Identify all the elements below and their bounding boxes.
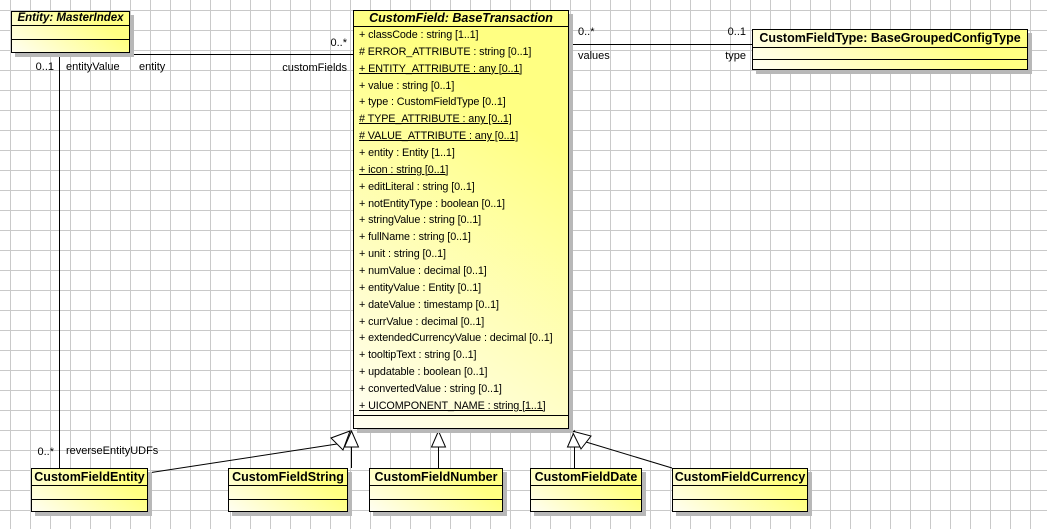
operations-compartment (354, 416, 568, 428)
class-attribute-row[interactable]: # TYPE_ATTRIBUTE : any [0..1] (359, 113, 512, 126)
class-title: Entity: MasterIndex (12, 12, 129, 26)
class-attribute-row[interactable]: + icon : string [0..1] (359, 163, 449, 176)
class-title: CustomFieldType: BaseGroupedConfigType (753, 30, 1027, 48)
class-attribute-row[interactable]: + ENTITY_ATTRIBUTE : any [0..1] (359, 62, 523, 75)
class-box-customfieldcurrency[interactable]: CustomFieldCurrency (672, 468, 808, 512)
attributes-compartment (12, 26, 129, 40)
class-box-customfieldtype-basegroupedconfigtype[interactable]: CustomFieldType: BaseGroupedConfigType (752, 29, 1028, 70)
role-label-entity[interactable]: entity (139, 61, 166, 73)
class-attribute-row[interactable]: + editLiteral : string [0..1] (359, 180, 475, 193)
multiplicity-label-entityvalue[interactable]: 0..1 (35, 61, 54, 73)
operations-compartment (32, 500, 147, 511)
role-label-values[interactable]: values (578, 50, 610, 62)
class-attribute-row[interactable]: + tooltipText : string [0..1] (359, 349, 477, 362)
class-title: CustomFieldEntity (32, 469, 147, 486)
class-attribute-row[interactable]: + notEntityType : boolean [0..1] (359, 197, 505, 210)
multiplicity-label-customfields[interactable]: 0..* (330, 37, 347, 49)
attributes-compartment (753, 48, 1027, 60)
class-attribute-row[interactable]: + currValue : decimal [0..1] (359, 315, 485, 328)
role-label-type[interactable]: type (725, 50, 746, 62)
class-attribute-row[interactable]: + dateValue : timestamp [0..1] (359, 298, 499, 311)
class-attribute-row[interactable]: # ERROR_ATTRIBUTE : string [0..1] (359, 45, 532, 58)
generalization-arrow-customfieldnumber[interactable] (430, 429, 447, 448)
generalization-line-customfieldentity[interactable] (147, 443, 338, 474)
class-attribute-row[interactable]: + convertedValue : string [0..1] (359, 383, 502, 396)
multiplicity-label-reverseentityudfs[interactable]: 0..* (37, 446, 54, 458)
role-label-entityvalue[interactable]: entityValue (66, 61, 120, 73)
multiplicity-label-type[interactable]: 0..1 (727, 26, 746, 38)
operations-compartment (12, 40, 129, 52)
operations-compartment (370, 500, 502, 511)
class-title: CustomFieldString (229, 469, 347, 486)
class-box-customfieldstring[interactable]: CustomFieldString (228, 468, 348, 512)
generalization-arrow-customfieldstring[interactable] (343, 429, 360, 448)
class-attribute-row[interactable]: + extendedCurrencyValue : decimal [0..1] (359, 332, 553, 345)
operations-compartment (531, 500, 641, 511)
attributes-compartment: + classCode : string [1..1] # ERROR_ATTRI… (354, 27, 568, 416)
class-attribute-row[interactable]: + classCode : string [1..1] (359, 29, 479, 41)
class-title: CustomField: BaseTransaction (354, 11, 568, 27)
class-box-customfieldnumber[interactable]: CustomFieldNumber (369, 468, 503, 512)
class-attribute-row[interactable]: # VALUE_ATTRIBUTE : any [0..1] (359, 130, 519, 143)
attributes-compartment (531, 486, 641, 500)
class-attribute-row[interactable]: + unit : string [0..1] (359, 248, 446, 261)
attributes-compartment (32, 486, 147, 500)
generalization-arrow-customfieldentity[interactable] (330, 430, 351, 451)
class-attribute-row[interactable]: + fullName : string [0..1] (359, 231, 471, 244)
attributes-compartment (370, 486, 502, 500)
class-box-entity-masterindex[interactable]: Entity: MasterIndex (11, 11, 130, 53)
class-title: CustomFieldDate (531, 469, 641, 486)
class-title: CustomFieldNumber (370, 469, 502, 486)
class-box-customfieldentity[interactable]: CustomFieldEntity (31, 468, 148, 512)
role-label-reverseentityudfs[interactable]: reverseEntityUDFs (66, 445, 159, 457)
operations-compartment (229, 500, 347, 511)
generalization-arrow-customfieldcurrency[interactable] (571, 430, 592, 450)
class-attribute-row[interactable]: + UICOMPONENT_NAME : string [1..1] (359, 399, 546, 412)
operations-compartment (673, 500, 807, 511)
class-attribute-row[interactable]: + entity : Entity [1..1] (359, 147, 455, 160)
multiplicity-label-values[interactable]: 0..* (578, 26, 595, 38)
class-attribute-row[interactable]: + updatable : boolean [0..1] (359, 366, 488, 379)
class-attribute-row[interactable]: + numValue : decimal [0..1] (359, 265, 487, 278)
generalization-line-customfieldcurrency[interactable] (585, 441, 673, 469)
class-box-customfield-basetransaction[interactable]: CustomField: BaseTransaction + classCode… (353, 10, 569, 429)
attributes-compartment (229, 486, 347, 500)
class-attribute-row[interactable]: + type : CustomFieldType [0..1] (359, 96, 506, 109)
class-attribute-row[interactable]: + stringValue : string [0..1] (359, 214, 482, 227)
class-attribute-row[interactable]: + value : string [0..1] (359, 79, 455, 92)
role-label-customfields[interactable]: customFields (282, 62, 347, 74)
attributes-compartment (673, 486, 807, 500)
class-attribute-row[interactable]: + entityValue : Entity [0..1] (359, 281, 482, 294)
operations-compartment (753, 60, 1027, 69)
class-title: CustomFieldCurrency (673, 470, 807, 486)
class-box-customfielddate[interactable]: CustomFieldDate (530, 468, 642, 512)
